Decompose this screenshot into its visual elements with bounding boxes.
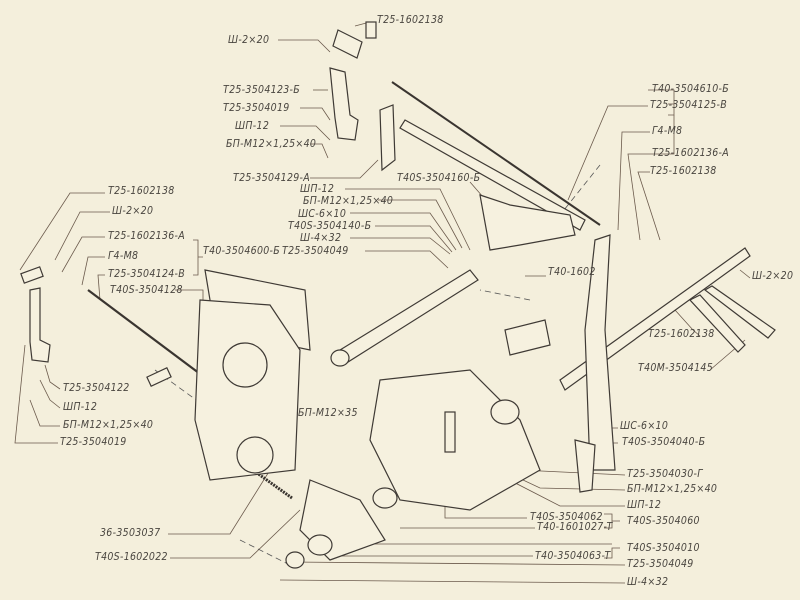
label-l-fork: T25-1602136-A: [108, 230, 186, 242]
label-l-pin: T25-1602138: [108, 185, 175, 197]
label-spring-lower: 36-3503037: [100, 527, 161, 539]
label-lower-lever: T40S-1602022: [95, 551, 168, 563]
label-b-lever: T40S-3504040-Б: [622, 436, 706, 448]
label-b-spring-washer: ШП-12: [627, 499, 662, 511]
parts: [20, 21, 776, 569]
label-pedal: T40-1602: [548, 266, 596, 278]
label-r-pin: T25-1602138: [650, 165, 717, 177]
label-l-plate: T40S-3504128: [110, 284, 183, 296]
label-b-group-060: T40S-3504060: [627, 515, 700, 527]
label-l-lever: T25-3504122: [63, 382, 130, 394]
label-l-nut: Г4-М8: [108, 250, 139, 262]
label-l-rod: T25-3504124-В: [108, 268, 186, 280]
label-b-part-062: T40S-3504062: [530, 511, 603, 523]
label-shaft: T40M-3504145: [638, 362, 714, 374]
label-top-spring-washer: ШП-12: [235, 120, 270, 132]
label-r-fork: T25-1602136-A: [652, 147, 730, 159]
label-b-group-010: T40S-3504010: [627, 542, 700, 554]
label-top-cotter: Ш-2×20: [228, 34, 270, 46]
label-b-cotter: Ш-4×32: [627, 576, 669, 588]
label-l-bolt: БП-М12×1,25×40: [63, 419, 154, 431]
label-mid-cotter-washer: ШС-6×10: [298, 208, 347, 220]
label-assembly-left: T40-3504600-Б: [203, 245, 281, 257]
label-shaft-pin: T25-1602138: [648, 328, 715, 340]
label-r-rod: T25-3504125-В: [650, 99, 728, 111]
label-mid-spring-washer: ШП-12: [300, 183, 335, 195]
label-top-pin: T25-1602138: [377, 14, 444, 26]
label-b-bush: T40-1601027-T: [537, 521, 613, 533]
label-b-washer: T25-3504049: [627, 558, 694, 570]
label-spring-upper: T40S-3504160-Б: [397, 172, 481, 184]
label-bolt-35: БП-М12×35: [298, 407, 358, 419]
label-l-washer: T25-3504019: [60, 436, 127, 448]
label-b-bolt: БП-М12×1,25×40: [627, 483, 718, 495]
label-b-cotter-washer: ШС-6×10: [620, 420, 669, 432]
label-mid-bolt: БП-М12×1,25×40: [303, 195, 394, 207]
label-mid-cotter: Ш-4×32: [300, 232, 342, 244]
label-bracket: T25-3504129-A: [233, 172, 311, 184]
label-mid-washer: T25-3504049: [282, 245, 349, 257]
label-b-part-063: T40-3504063-T: [535, 550, 611, 562]
label-r-nut: Г4-М8: [652, 125, 683, 137]
label-l-cotter: Ш-2×20: [112, 205, 154, 217]
label-r-assembly: T40-3504610-Б: [652, 83, 730, 95]
label-shaft-cotter: Ш-2×20: [752, 270, 794, 282]
label-top-washer: T25-3504019: [223, 102, 290, 114]
label-top-lever: T25-3504123-Б: [223, 84, 301, 96]
label-l-spring-washer: ШП-12: [63, 401, 98, 413]
label-mid-lever: T40S-3504140-Б: [288, 220, 372, 232]
label-top-bolt: БП-М12×1,25×40: [226, 138, 317, 150]
label-b-pedal-pad: T25-3504030-Г: [627, 468, 703, 480]
